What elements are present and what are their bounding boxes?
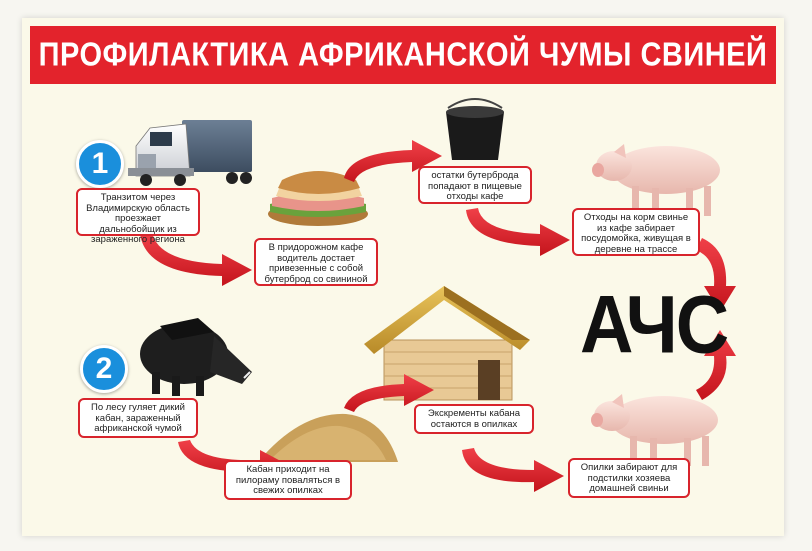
step-badge-2: 2 <box>80 345 128 393</box>
caption-sawdust: Кабан приходит на пилораму поваляться в … <box>224 460 352 500</box>
title-banner: ПРОФИЛАКТИКА АФРИКАНСКОЙ ЧУМЫ СВИНЕЙ <box>30 26 776 84</box>
arrow-bucket-to-pig <box>466 208 570 256</box>
caption-pig-top-text: Отходы на корм свинье из кафе забирает п… <box>581 212 691 255</box>
step-badge-1-label: 1 <box>91 147 109 180</box>
page-title: ПРОФИЛАКТИКА АФРИКАНСКОЙ ЧУМЫ СВИНЕЙ <box>38 36 768 73</box>
caption-pig-top: Отходы на корм свинье из кафе забирает п… <box>572 208 700 256</box>
caption-house: Экскременты кабана остаются в опилках <box>414 404 534 434</box>
arrow-sawdust-to-house <box>344 374 434 412</box>
arrow-pig-top-to-acs <box>696 238 736 312</box>
bucket-icon <box>446 98 504 160</box>
arrow-truck-to-sandwich <box>140 232 252 286</box>
caption-house-text: Экскременты кабана остаются в опилках <box>427 408 521 430</box>
caption-truck: Транзитом через Владимирскую область про… <box>76 188 200 245</box>
wooden-house-icon <box>364 286 530 401</box>
arrow-house-to-pig <box>462 448 564 492</box>
boar-icon <box>140 318 252 396</box>
caption-pig-bottom-text: Опилки забирают для подстилки хозяева до… <box>580 462 678 494</box>
caption-truck-text: Транзитом через Владимирскую область про… <box>86 192 190 245</box>
caption-boar: По лесу гуляет дикий кабан, зараженный а… <box>78 398 198 438</box>
truck-icon <box>128 120 252 186</box>
arrow-sandwich-to-bucket <box>344 140 442 182</box>
caption-pig-bottom: Опилки забирают для подстилки хозяева до… <box>568 458 690 498</box>
sawdust-pile-icon <box>258 413 398 462</box>
caption-boar-text: По лесу гуляет дикий кабан, зараженный а… <box>91 402 185 434</box>
step-badge-1: 1 <box>76 140 124 188</box>
caption-bucket-text: остатки бутерброда попадают в пищевые от… <box>428 170 522 202</box>
caption-sawdust-text: Кабан приходит на пилораму поваляться в … <box>235 464 341 496</box>
arrow-pig-bottom-to-acs <box>696 330 736 400</box>
caption-sandwich: В придорожном кафе водитель достает прив… <box>254 238 378 286</box>
caption-bucket: остатки бутерброда попадают в пищевые от… <box>418 166 532 204</box>
acs-abbreviation: АЧС <box>580 278 729 371</box>
caption-sandwich-text: В придорожном кафе водитель достает прив… <box>264 242 368 285</box>
pig-icon-top <box>592 144 720 216</box>
sandwich-icon <box>268 171 368 226</box>
step-badge-2-label: 2 <box>95 352 113 385</box>
pig-icon-bottom <box>591 394 718 466</box>
